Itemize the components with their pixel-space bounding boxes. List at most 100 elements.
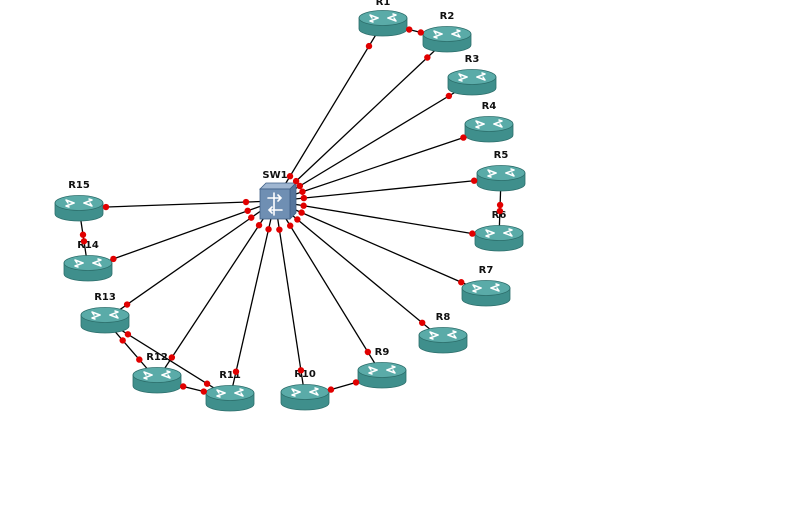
interface-dot-r2 bbox=[417, 29, 425, 36]
router-icon bbox=[63, 255, 113, 282]
interface-dot-r2 bbox=[424, 54, 431, 61]
router-label: R14 bbox=[77, 240, 99, 251]
router-r8[interactable]: R8 bbox=[418, 312, 468, 354]
interface-dot-sw1 bbox=[242, 198, 250, 206]
link-sw1-r4[interactable] bbox=[274, 128, 490, 202]
link-sw1-r7[interactable] bbox=[274, 200, 487, 294]
router-label: R13 bbox=[94, 292, 116, 303]
interface-dot-r14 bbox=[80, 238, 88, 245]
link-sw1-r6[interactable] bbox=[274, 200, 500, 239]
interface-dot-r6 bbox=[469, 230, 476, 237]
router-icon bbox=[461, 280, 511, 307]
interface-dot-r9 bbox=[364, 348, 372, 356]
interface-dot-r12 bbox=[136, 356, 143, 363]
interface-dot-r1 bbox=[365, 42, 373, 50]
router-icon bbox=[357, 362, 407, 389]
switch-label: SW1 bbox=[262, 170, 287, 181]
interface-dot-sw1 bbox=[292, 177, 300, 185]
router-label: R1 bbox=[376, 0, 391, 8]
router-r6[interactable]: R6 bbox=[474, 210, 524, 252]
interface-dot-r15 bbox=[102, 203, 110, 211]
interface-dot-sw1 bbox=[255, 222, 263, 229]
interface-dot-r8 bbox=[418, 319, 426, 326]
switch-icon bbox=[259, 182, 297, 220]
router-icon bbox=[476, 165, 526, 192]
interface-dot-r5 bbox=[470, 177, 478, 184]
interface-dot-sw1 bbox=[286, 173, 294, 180]
router-icon bbox=[447, 69, 497, 96]
router-r10[interactable]: R10 bbox=[280, 369, 330, 411]
router-r11[interactable]: R11 bbox=[205, 370, 255, 412]
interface-dot-r9 bbox=[352, 379, 360, 386]
interface-dot-r13 bbox=[124, 331, 132, 338]
link-sw1-r15[interactable] bbox=[78, 200, 276, 209]
router-icon bbox=[422, 26, 472, 53]
router-r9[interactable]: R9 bbox=[357, 347, 407, 389]
interface-dot-r12 bbox=[168, 354, 176, 361]
interface-dot-sw1 bbox=[299, 188, 306, 195]
interface-dot-r10 bbox=[297, 367, 305, 374]
interface-dot-sw1 bbox=[286, 222, 294, 229]
router-label: R8 bbox=[436, 312, 451, 323]
router-r15[interactable]: R15 bbox=[54, 180, 104, 222]
link-sw1-r1[interactable] bbox=[274, 22, 384, 202]
interface-dot-r4 bbox=[460, 134, 467, 141]
interface-dot-sw1 bbox=[276, 226, 283, 233]
interface-dot-sw1 bbox=[244, 207, 251, 214]
router-label: R5 bbox=[494, 150, 509, 161]
router-r14[interactable]: R14 bbox=[63, 240, 113, 282]
link-sw1-r11[interactable] bbox=[229, 200, 276, 399]
interface-dot-r1 bbox=[405, 26, 413, 33]
link-endpoints-layer bbox=[79, 26, 504, 395]
interface-dot-r13 bbox=[119, 337, 126, 344]
link-sw1-r9[interactable] bbox=[274, 200, 383, 376]
interface-dot-r10 bbox=[327, 386, 335, 393]
interface-dot-r11 bbox=[200, 388, 207, 395]
router-label: R7 bbox=[479, 265, 494, 276]
interface-dot-r3 bbox=[445, 92, 453, 100]
router-label: R4 bbox=[482, 101, 497, 112]
interface-dot-r12 bbox=[180, 383, 187, 390]
router-label: R3 bbox=[465, 54, 480, 65]
interface-dot-r11 bbox=[203, 380, 211, 387]
link-sw1-r10[interactable] bbox=[274, 200, 306, 398]
router-icon bbox=[280, 384, 330, 411]
router-r13[interactable]: R13 bbox=[80, 292, 130, 334]
interface-dot-sw1 bbox=[298, 209, 305, 216]
router-r3[interactable]: R3 bbox=[447, 54, 497, 96]
router-label: R9 bbox=[375, 347, 390, 358]
link-sw1-r3[interactable] bbox=[274, 81, 473, 202]
links-layer bbox=[78, 22, 502, 399]
router-r12[interactable]: R12 bbox=[132, 352, 182, 394]
interface-dot-r11 bbox=[232, 368, 240, 375]
link-sw1-r13[interactable] bbox=[104, 200, 276, 321]
switch-sw1[interactable]: SW1 bbox=[259, 170, 297, 220]
link-sw1-r12[interactable] bbox=[156, 200, 276, 381]
router-label: R11 bbox=[219, 370, 241, 381]
interface-dot-r14 bbox=[110, 255, 117, 263]
router-icon bbox=[464, 116, 514, 143]
router-r7[interactable]: R7 bbox=[461, 265, 511, 307]
router-r1[interactable]: R1 bbox=[358, 0, 408, 37]
link-sw1-r5[interactable] bbox=[274, 177, 502, 202]
router-r5[interactable]: R5 bbox=[476, 150, 526, 192]
interface-dot-sw1 bbox=[300, 194, 308, 202]
router-r2[interactable]: R2 bbox=[422, 11, 472, 53]
router-label: R15 bbox=[68, 180, 90, 191]
router-icon bbox=[205, 385, 255, 412]
link-sw1-r14[interactable] bbox=[87, 200, 276, 269]
interface-dot-sw1 bbox=[265, 226, 272, 233]
router-icon bbox=[54, 195, 104, 222]
link-sw1-r2[interactable] bbox=[274, 38, 448, 202]
link-sw1-r8[interactable] bbox=[274, 200, 444, 341]
interface-dot-sw1 bbox=[248, 214, 255, 221]
router-icon bbox=[474, 225, 524, 252]
router-r4[interactable]: R4 bbox=[464, 101, 514, 143]
interface-dot-r5 bbox=[496, 201, 504, 209]
router-icon bbox=[418, 327, 468, 354]
interface-dot-r13 bbox=[123, 301, 131, 308]
router-label: R6 bbox=[492, 210, 507, 221]
router-label: R12 bbox=[146, 352, 168, 363]
interface-dot-sw1 bbox=[300, 202, 307, 209]
